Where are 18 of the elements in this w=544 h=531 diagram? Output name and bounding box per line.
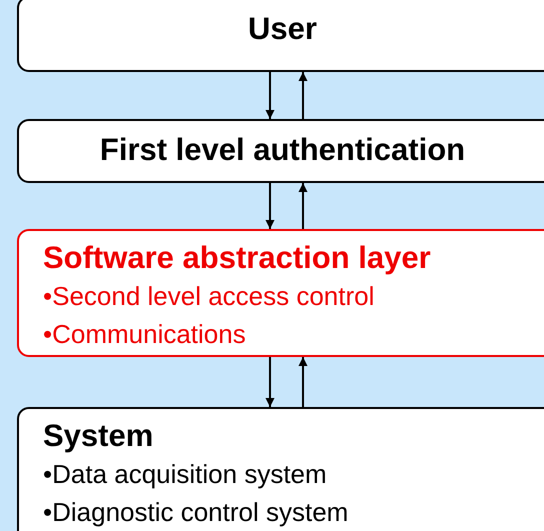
layer-title: First level authentication [98, 131, 466, 169]
arrow [266, 183, 274, 229]
layer-title: Software abstraction layer [42, 239, 432, 277]
bullet-item: •Communications [42, 318, 247, 351]
layer-box [17, 229, 544, 357]
arrow [298, 183, 308, 229]
arrow [298, 72, 308, 119]
bullet-item: •Diagnostic control system [42, 496, 350, 529]
arrow [266, 357, 274, 407]
layer-box [17, 119, 544, 183]
layer-box [17, 0, 544, 72]
bullet-item: •Data acquisition system [42, 458, 328, 491]
layer-title: System [42, 417, 154, 455]
arrow [266, 72, 274, 119]
bullet-item: •Second level access control [42, 280, 376, 313]
layer-title: User [247, 10, 318, 48]
arrow [298, 357, 308, 407]
layer-box [17, 407, 544, 531]
